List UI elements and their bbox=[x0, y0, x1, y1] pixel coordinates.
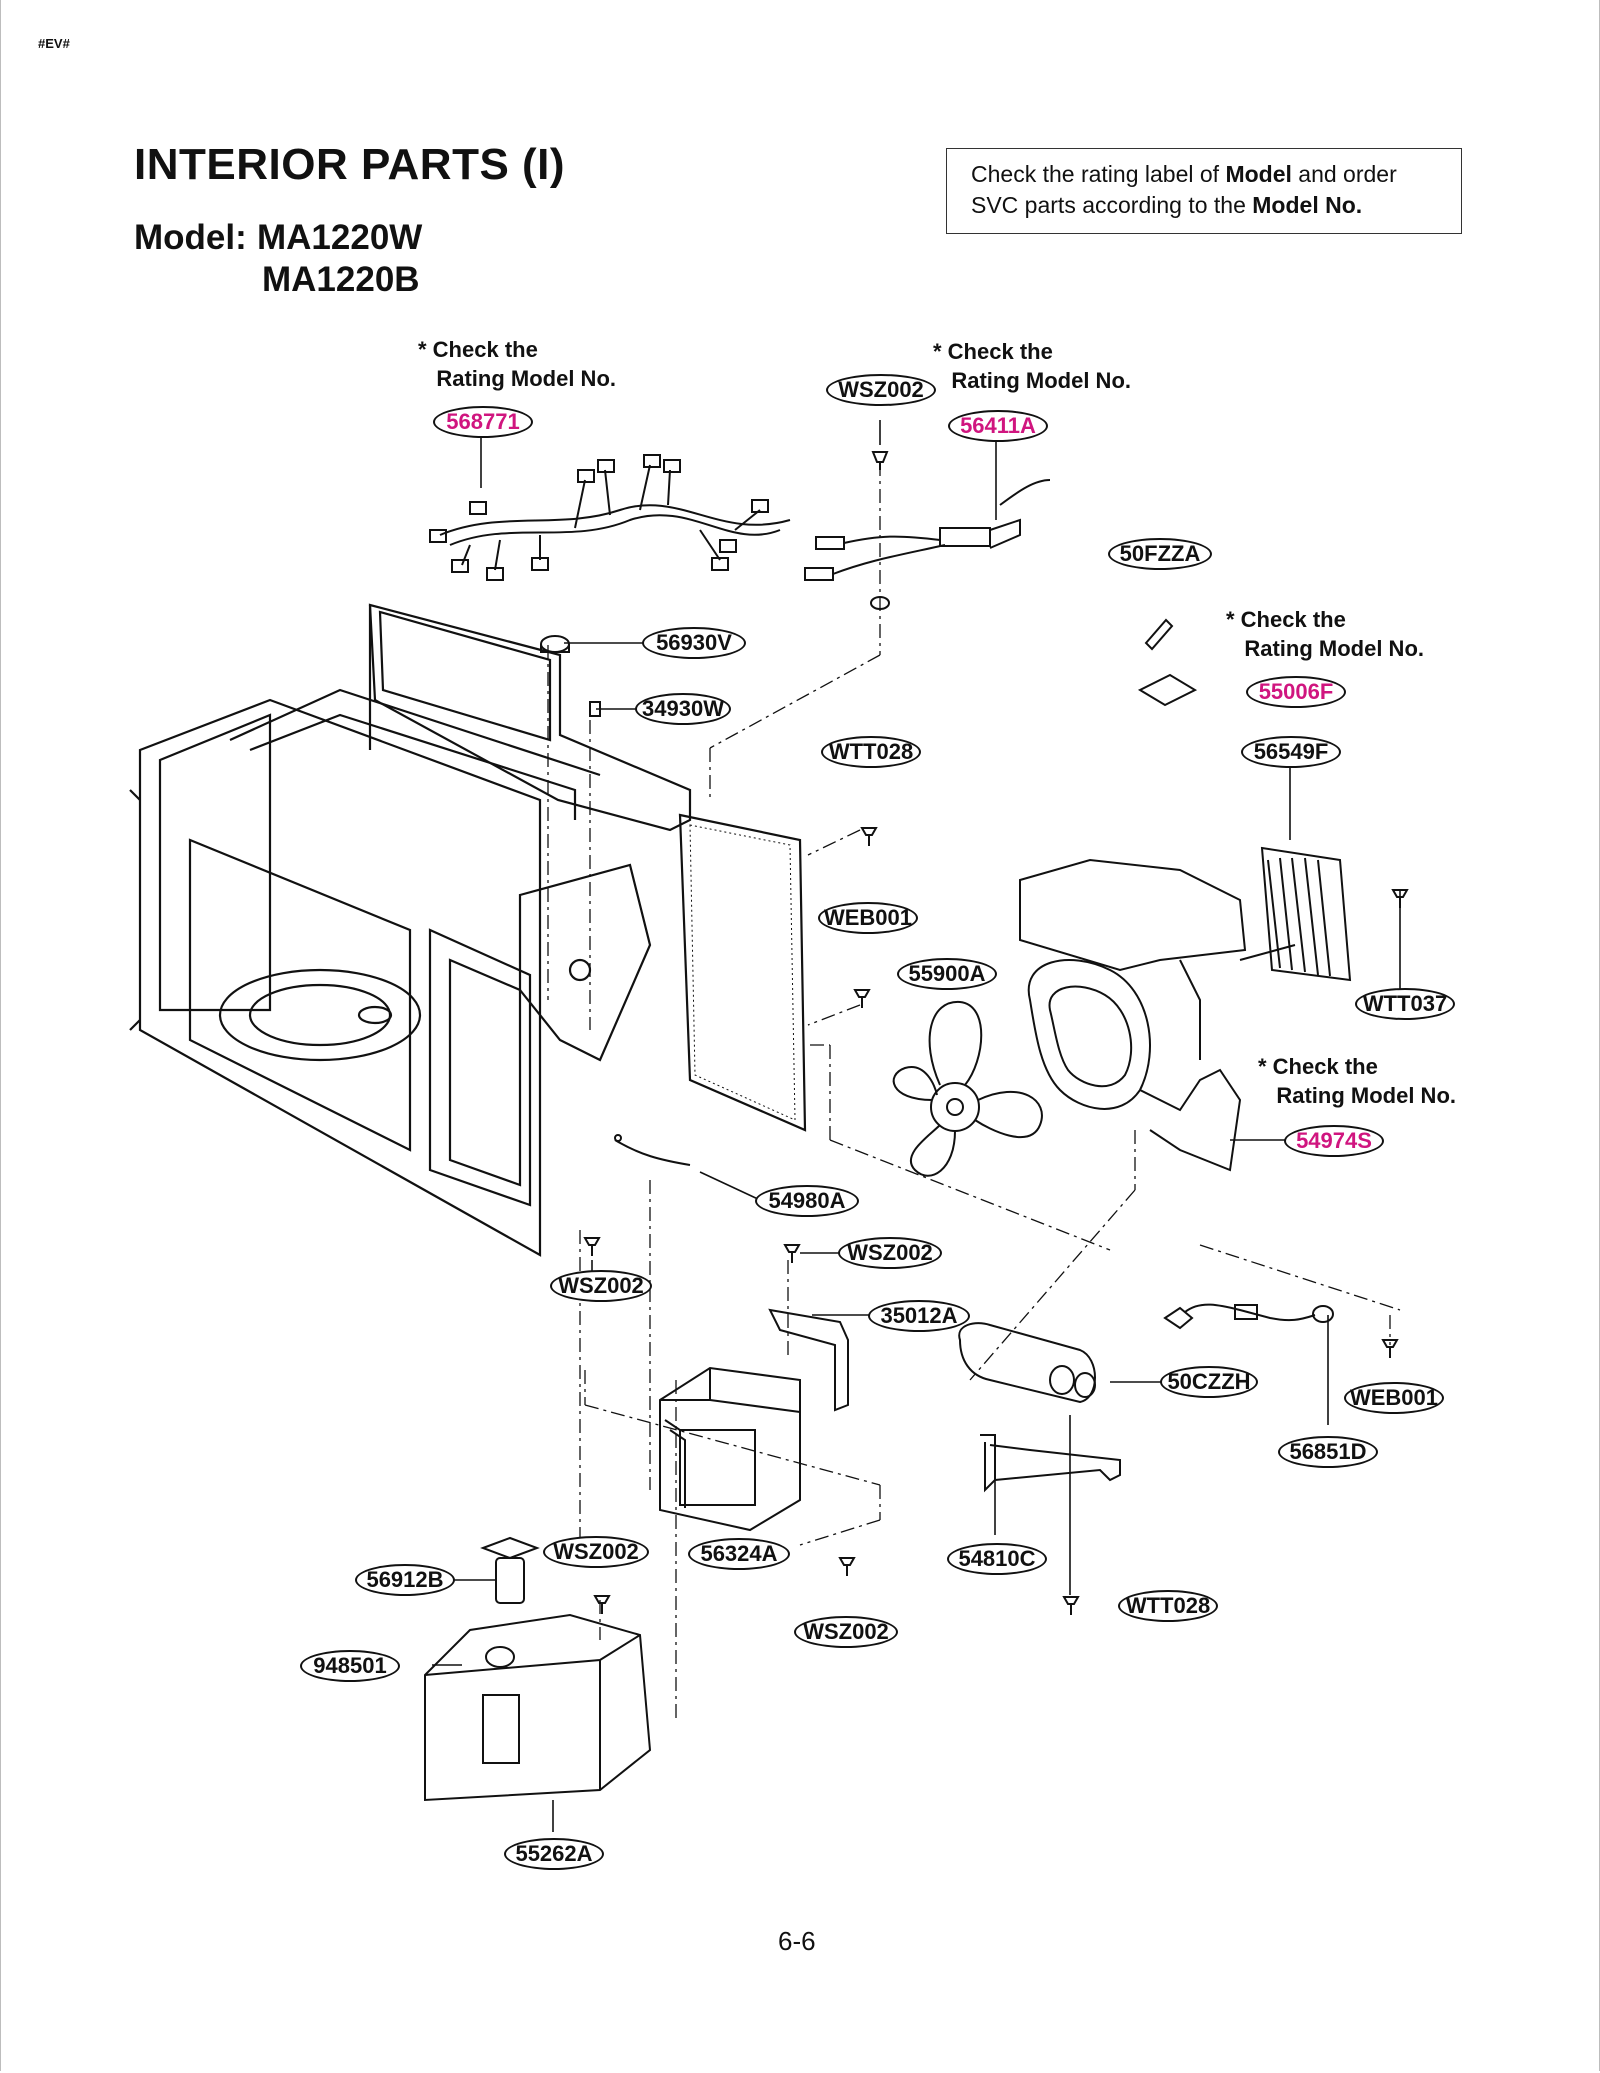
motor-bracket-part bbox=[1019, 858, 1247, 1172]
part-callout-54810c: 54810C bbox=[947, 1543, 1047, 1575]
part-callout-wsz002-top: WSZ002 bbox=[826, 374, 936, 406]
part-callout-wtt028-top: WTT028 bbox=[821, 736, 921, 768]
part-callout-56930v: 56930V bbox=[642, 627, 746, 659]
part-callout-wtt037: WTT037 bbox=[1355, 988, 1455, 1020]
capacitor-part bbox=[958, 1322, 1096, 1404]
part-callout-web001-right: WEB001 bbox=[1344, 1382, 1444, 1414]
ordering-note: Check the rating label of Model and orde… bbox=[946, 148, 1462, 234]
base-plate-part bbox=[424, 1613, 652, 1802]
model-number-1: MA1220W bbox=[257, 218, 423, 257]
fuse-holder-part bbox=[480, 1536, 540, 1604]
note-text-2: and order SVC parts according to the bbox=[971, 161, 1397, 218]
page-title: INTERIOR PARTS (I) bbox=[134, 140, 566, 189]
thermostat-parts bbox=[540, 635, 601, 717]
part-callout-35012a: 35012A bbox=[868, 1300, 970, 1332]
bracket-part bbox=[768, 1308, 849, 1412]
fan-part bbox=[892, 1000, 1043, 1177]
header-tag: #EV# bbox=[38, 36, 70, 51]
part-callout-56851d: 56851D bbox=[1278, 1436, 1378, 1468]
check-note-fuse: * Check the Rating Model No. bbox=[1226, 607, 1424, 661]
part-callout-web001-top: WEB001 bbox=[818, 902, 918, 934]
screw-icons bbox=[583, 827, 1409, 1615]
wire-part bbox=[614, 1134, 691, 1166]
part-callout-wtt028-bottom: WTT028 bbox=[1118, 1590, 1218, 1622]
part-callout-56324a: 56324A bbox=[688, 1538, 790, 1570]
part-callout-55262a: 55262A bbox=[504, 1838, 604, 1870]
model-number-2: MA1220B bbox=[262, 260, 420, 299]
part-callout-948501: 948501 bbox=[300, 1650, 400, 1682]
leader-lines bbox=[432, 420, 1401, 1832]
diode-part bbox=[1163, 1303, 1334, 1330]
magnetron-part bbox=[659, 1366, 801, 1532]
part-callout-56912b: 56912B bbox=[355, 1564, 455, 1596]
transformer-part bbox=[1239, 846, 1352, 982]
part-callout-54974s: 54974S bbox=[1284, 1125, 1384, 1157]
part-callout-54980a: 54980A bbox=[755, 1185, 859, 1217]
part-callout-wsz002-bottom: WSZ002 bbox=[794, 1616, 898, 1648]
part-callout-34930w: 34930W bbox=[635, 693, 731, 725]
note-bold-2: Model No. bbox=[1252, 192, 1363, 218]
wire-harness-part bbox=[429, 454, 791, 581]
cabinet-part bbox=[129, 603, 807, 1257]
check-note-harness: * Check the Rating Model No. bbox=[418, 337, 616, 391]
part-callout-wsz002-bottom-left: WSZ002 bbox=[543, 1536, 649, 1568]
check-note-bracket: * Check the Rating Model No. bbox=[1258, 1054, 1456, 1108]
part-callout-56549f: 56549F bbox=[1241, 736, 1341, 768]
note-bold-1: Model bbox=[1225, 161, 1292, 187]
fuse-part bbox=[1137, 618, 1198, 707]
part-callout-568771: 568771 bbox=[433, 406, 533, 438]
part-callout-wsz002-mid: WSZ002 bbox=[838, 1237, 942, 1269]
part-callout-56411a: 56411A bbox=[948, 410, 1048, 442]
power-cord-part bbox=[804, 451, 1051, 610]
model-label: Model: bbox=[134, 218, 247, 257]
part-callout-50fzza: 50FZZA bbox=[1108, 538, 1212, 570]
part-callout-55006f: 55006F bbox=[1246, 676, 1346, 708]
part-callout-50czzh: 50CZZH bbox=[1160, 1366, 1258, 1398]
part-callout-55900a: 55900A bbox=[897, 958, 997, 990]
part-callout-wsz002-left: WSZ002 bbox=[550, 1270, 652, 1302]
capacitor-bracket-part bbox=[980, 1434, 1121, 1493]
note-text-1: Check the rating label of bbox=[971, 161, 1226, 187]
check-note-cord: * Check the Rating Model No. bbox=[933, 339, 1131, 393]
page-number: 6-6 bbox=[778, 1926, 816, 1956]
